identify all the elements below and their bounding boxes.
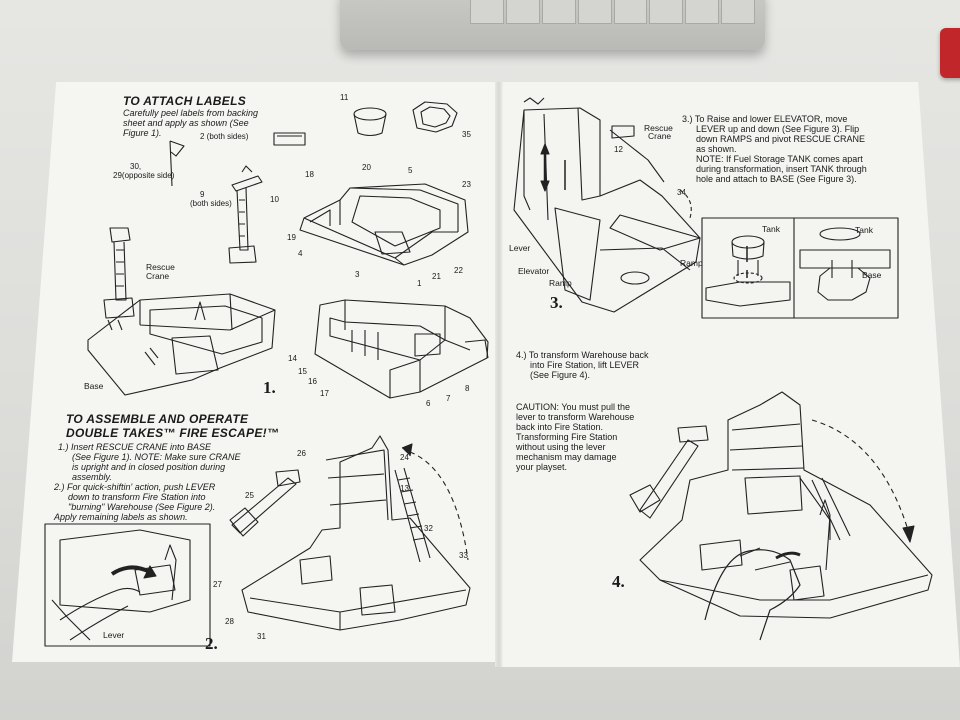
callout-8: 8 bbox=[465, 384, 470, 393]
caution-line-1: CAUTION: You must pull the bbox=[516, 402, 631, 412]
callout-18: 18 bbox=[305, 170, 314, 179]
callout-11: 11 bbox=[340, 93, 349, 102]
step-1-line-1: 1.) Insert RESCUE CRANE into BASE bbox=[58, 442, 212, 452]
callout-32: 32 bbox=[424, 524, 433, 533]
label-base: Base bbox=[84, 381, 104, 391]
caution-text: CAUTION: You must pull the lever to tran… bbox=[516, 402, 634, 472]
callout-34: 34 bbox=[677, 188, 686, 197]
callout-10: 10 bbox=[270, 195, 279, 204]
caution-line-5: without using the lever bbox=[516, 442, 606, 452]
assemble-heading-line-1: TO ASSEMBLE AND OPERATE bbox=[66, 412, 249, 426]
step-3-line-3: down RAMPS and pivot RESCUE CRANE bbox=[696, 134, 866, 144]
step-3-line-2: LEVER up and down (See Figure 3). Flip bbox=[696, 124, 860, 134]
callout-21: 21 bbox=[432, 272, 441, 281]
callout-33: 33 bbox=[459, 551, 468, 560]
figure-1-number: 1. bbox=[263, 378, 276, 397]
assemble-heading-line-2: DOUBLE TAKES™ FIRE ESCAPE!™ bbox=[66, 426, 280, 440]
label-ramp-a: Ramp bbox=[549, 278, 572, 288]
step-4-text: 4.) To transform Warehouse back into Fir… bbox=[516, 350, 649, 380]
callout-17: 17 bbox=[320, 389, 329, 398]
callout-14: 14 bbox=[288, 354, 297, 363]
callout-1: 1 bbox=[417, 279, 422, 288]
labels-line-1: Carefully peel labels from backing bbox=[123, 108, 259, 118]
callout-2-both-sides: 2 (both sides) bbox=[200, 132, 249, 141]
callout-3: 3 bbox=[355, 270, 360, 279]
step-3-line-1: 3.) To Raise and lower ELEVATOR, move bbox=[682, 114, 848, 124]
callout-16: 16 bbox=[308, 377, 317, 386]
caution-line-6: mechanism may damage bbox=[516, 452, 617, 462]
figure-2-number: 2. bbox=[205, 634, 218, 653]
caution-line-4: Transforming Fire Station bbox=[516, 432, 618, 442]
step-1-line-2: (See Figure 1). NOTE: Make sure CRANE bbox=[72, 452, 241, 462]
callout-19: 19 bbox=[287, 233, 296, 242]
step-2-line-3: "burning" Warehouse (See Figure 2). bbox=[68, 502, 216, 512]
figure-3-number: 3. bbox=[550, 293, 563, 312]
step-4-line-2: into Fire Station, lift LEVER bbox=[530, 360, 640, 370]
labels-heading: TO ATTACH LABELS bbox=[123, 94, 247, 108]
step-3-text: 3.) To Raise and lower ELEVATOR, move LE… bbox=[682, 114, 867, 184]
labels-line-3: Figure 1). bbox=[123, 128, 162, 138]
label-crane-r: Crane bbox=[648, 131, 672, 141]
callout-23: 23 bbox=[462, 180, 471, 189]
callout-22: 22 bbox=[454, 266, 463, 275]
callout-13: 13 bbox=[400, 484, 409, 493]
figure-4-number: 4. bbox=[612, 572, 625, 591]
callout-29-opposite: 29(opposite side) bbox=[113, 171, 175, 180]
step-2-line-4: Apply remaining labels as shown. bbox=[54, 512, 188, 522]
labels-instructions: Carefully peel labels from backing sheet… bbox=[123, 108, 258, 138]
label-crane: Crane bbox=[146, 271, 170, 281]
callout-7: 7 bbox=[446, 394, 451, 403]
callout-15: 15 bbox=[298, 367, 307, 376]
step-3-line-7: hole and attach to BASE (See Figure 3). bbox=[696, 174, 857, 184]
callout-30: 30, bbox=[130, 162, 142, 171]
step-2-text: 2.) For quick-shiftin' action, push LEVE… bbox=[54, 482, 215, 522]
label-rescue: Rescue bbox=[146, 262, 175, 272]
callout-9-both-sides: (both sides) bbox=[190, 199, 232, 208]
label-base-r: Base bbox=[862, 270, 882, 280]
label-tank-a: Tank bbox=[762, 224, 780, 234]
callout-6: 6 bbox=[426, 399, 431, 408]
callout-20: 20 bbox=[362, 163, 371, 172]
step-4-line-1: 4.) To transform Warehouse back bbox=[516, 350, 649, 360]
step-1-text: 1.) Insert RESCUE CRANE into BASE (See F… bbox=[58, 442, 241, 482]
step-4-line-3: (See Figure 4). bbox=[530, 370, 591, 380]
step-1-line-4: assembly. bbox=[72, 472, 112, 482]
step-2-line-1: 2.) For quick-shiftin' action, push LEVE… bbox=[54, 482, 216, 492]
callout-5: 5 bbox=[408, 166, 413, 175]
callout-27: 27 bbox=[213, 580, 222, 589]
red-toy-car bbox=[940, 28, 960, 78]
step-3-line-6: during transformation, insert TANK throu… bbox=[696, 164, 867, 174]
caution-line-3: back into Fire Station. bbox=[516, 422, 604, 432]
callout-25: 25 bbox=[245, 491, 254, 500]
step-3-line-5: NOTE: If Fuel Storage TANK comes apart bbox=[696, 154, 863, 164]
label-ramp-b: Ramp bbox=[680, 258, 703, 268]
callout-12: 12 bbox=[614, 145, 623, 154]
callout-9: 9 bbox=[200, 190, 205, 199]
callout-24: 24 bbox=[400, 453, 409, 462]
callout-28: 28 bbox=[225, 617, 234, 626]
instruction-page-left bbox=[12, 82, 502, 662]
label-lever-fig2: Lever bbox=[103, 630, 125, 640]
label-rescue-r: Rescue bbox=[644, 123, 673, 133]
callout-35: 35 bbox=[462, 130, 471, 139]
step-3-line-4: as shown. bbox=[696, 144, 737, 154]
callout-4: 4 bbox=[298, 249, 303, 258]
caution-line-7: your playset. bbox=[516, 462, 568, 472]
caution-line-2: lever to transform Warehouse bbox=[516, 412, 635, 422]
label-tank-b: Tank bbox=[855, 225, 873, 235]
callout-26: 26 bbox=[297, 449, 306, 458]
label-lever-r: Lever bbox=[509, 243, 531, 253]
assemble-heading: TO ASSEMBLE AND OPERATE DOUBLE TAKES™ FI… bbox=[66, 412, 279, 440]
labels-line-2: sheet and apply as shown (See bbox=[123, 118, 249, 128]
step-2-line-2: down to transform Fire Station into bbox=[68, 492, 206, 502]
callout-31: 31 bbox=[257, 632, 266, 641]
page-fold bbox=[495, 82, 503, 667]
step-1-line-3: is upright and in closed position during bbox=[72, 462, 226, 472]
label-elevator: Elevator bbox=[518, 266, 550, 276]
plastic-tray bbox=[340, 0, 765, 50]
